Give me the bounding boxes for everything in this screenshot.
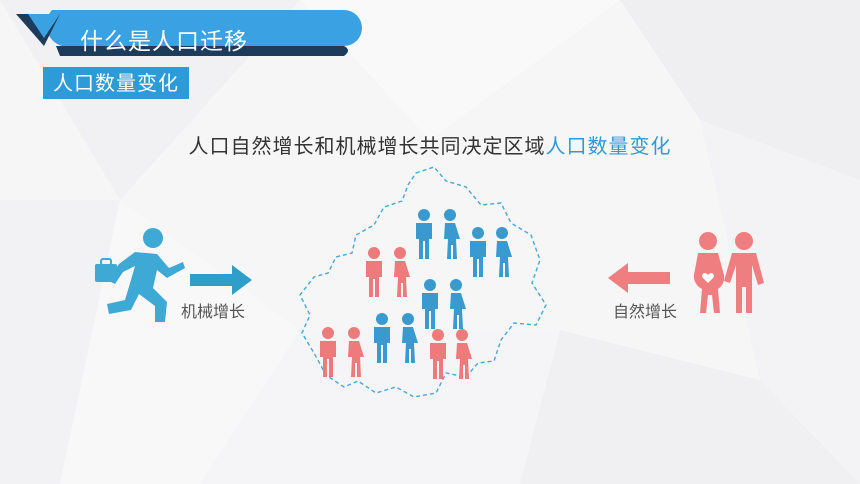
region-map-with-people xyxy=(299,166,547,398)
person-blue-icon xyxy=(422,279,438,329)
arrow-right-icon xyxy=(190,265,252,295)
person-blue-icon xyxy=(374,313,390,363)
person-blue-icon xyxy=(470,227,486,277)
man-running-with-briefcase-icon xyxy=(95,228,185,322)
person-blue-icon xyxy=(496,227,512,277)
person-pink-icon xyxy=(366,247,382,297)
title-banner xyxy=(16,10,362,56)
page-title: 什么是人口迁移 xyxy=(80,29,248,55)
section-subtitle: 人口数量变化 xyxy=(43,67,189,99)
pregnant-couple-icon xyxy=(693,232,764,313)
person-blue-icon xyxy=(450,279,466,329)
person-pink-icon xyxy=(430,329,446,379)
headline-main: 人口自然增长和机械增长共同决定区域 xyxy=(188,134,546,158)
arrow-left-icon xyxy=(608,263,670,293)
person-blue-icon xyxy=(402,313,418,363)
headline: 人口自然增长和机械增长共同决定区域人口数量变化 xyxy=(0,130,860,159)
person-pink-icon xyxy=(456,329,472,379)
label-natural-growth: 自然增长 xyxy=(613,302,678,321)
headline-highlight: 人口数量变化 xyxy=(545,134,672,158)
label-mechanical-growth: 机械增长 xyxy=(181,302,246,321)
person-blue-icon xyxy=(416,209,432,259)
person-pink-icon xyxy=(348,327,364,377)
person-pink-icon xyxy=(394,247,410,297)
person-blue-icon xyxy=(444,209,460,259)
